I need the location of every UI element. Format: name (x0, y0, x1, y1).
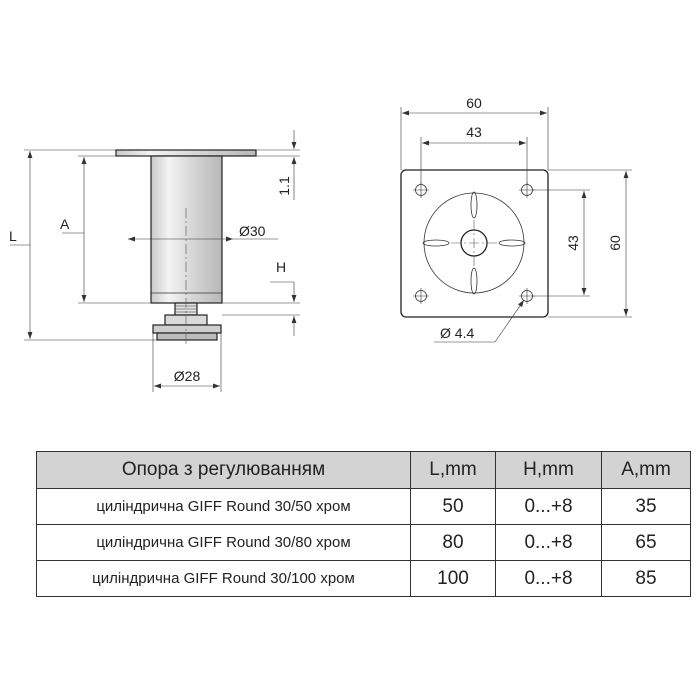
dim-label-A: A (60, 216, 70, 232)
dim-plate-width: 60 (466, 95, 482, 111)
dim-label-L: L (9, 228, 17, 244)
boss-circle (423, 192, 525, 294)
dim-hole-spacing-x: 43 (466, 124, 482, 140)
cell-a: 35 (601, 488, 691, 525)
dim-label-H: H (276, 259, 286, 275)
mounting-plate (115, 149, 257, 157)
specifications-table: Опора з регулюванням L,mm H,mm A,mm цилі… (36, 451, 691, 597)
table-header-row: Опора з регулюванням L,mm H,mm A,mm (36, 451, 691, 489)
cell-h: 0...+8 (495, 524, 602, 561)
cylinder-body (150, 155, 223, 304)
dim-hole-diameter: Ø 4.4 (440, 325, 474, 341)
technical-drawing: L A 1.1 Ø30 H Ø28 (9, 95, 632, 392)
dim-foot-diameter: Ø28 (174, 368, 201, 384)
dim-plate-height: 60 (607, 235, 623, 251)
top-view: 60 43 43 60 Ø 4.4 (400, 95, 632, 343)
mounting-holes (413, 182, 535, 304)
cell-product: циліндрична GIFF Round 30/50 хром (36, 488, 411, 525)
table-row: циліндрична GIFF Round 30/100 хром 100 0… (36, 560, 691, 597)
cell-l: 50 (410, 488, 496, 525)
side-view: L A 1.1 Ø30 H Ø28 (9, 130, 300, 392)
dim-hole-spacing-y: 43 (565, 235, 581, 251)
cell-l: 100 (410, 560, 496, 597)
header-l-mm: L,mm (410, 451, 496, 489)
dim-body-diameter: Ø30 (239, 223, 266, 239)
header-product: Опора з регулюванням (36, 451, 411, 489)
cell-h: 0...+8 (495, 560, 602, 597)
header-h-mm: H,mm (495, 451, 602, 489)
cell-h: 0...+8 (495, 488, 602, 525)
cell-product: циліндрична GIFF Round 30/80 хром (36, 524, 411, 561)
foot-pad (152, 324, 222, 334)
cell-product: циліндрична GIFF Round 30/100 хром (36, 560, 411, 597)
cell-a: 65 (601, 524, 691, 561)
table-row: циліндрична GIFF Round 30/80 хром 80 0..… (36, 524, 691, 561)
header-a-mm: A,mm (601, 451, 691, 489)
dim-plate-thickness: 1.1 (276, 176, 292, 196)
table-row: циліндрична GIFF Round 30/50 хром 50 0..… (36, 488, 691, 525)
cell-l: 80 (410, 524, 496, 561)
cell-a: 85 (601, 560, 691, 597)
